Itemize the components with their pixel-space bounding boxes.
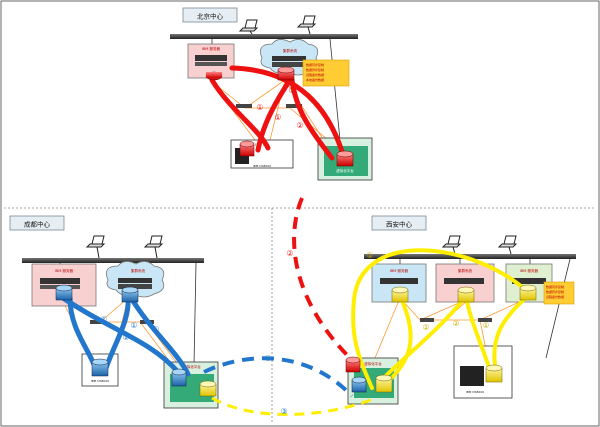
xian-replication-paths xyxy=(351,248,530,390)
storage-cylinder xyxy=(205,71,223,81)
storage-cylinder xyxy=(277,66,295,81)
storage-cylinder xyxy=(55,284,73,301)
beijing-center-label: 北京中心 xyxy=(182,7,238,23)
laptop-icon xyxy=(497,235,518,255)
svg-text:数据异步复制: 数据异步复制 xyxy=(306,67,324,72)
svg-text:IBM XIV: IBM XIV xyxy=(255,143,269,147)
storage-cylinder xyxy=(375,374,393,393)
storage-cylinder xyxy=(519,284,537,301)
marker-two: ② xyxy=(296,121,303,130)
svg-text:北京中心: 北京中心 xyxy=(197,12,224,21)
storage-cylinder xyxy=(91,358,109,377)
marker-two: ② xyxy=(452,319,459,328)
svg-text:IBM 服务器: IBM 服务器 xyxy=(202,46,221,51)
svg-text:远程备份数据: 远程备份数据 xyxy=(306,72,324,77)
network-bar-xian xyxy=(364,254,576,259)
storage-cylinder xyxy=(345,356,361,373)
storage-cylinder xyxy=(336,150,354,167)
marker-two: ② xyxy=(286,249,293,258)
chengdu-cluster-cloud: 集群系统 xyxy=(105,261,165,298)
svg-text:IBM DS8000: IBM DS8000 xyxy=(91,379,109,383)
network-bar-chengdu xyxy=(22,258,204,263)
xian-center-label: 西安中心 xyxy=(371,215,427,231)
svg-text:虚拟化平台: 虚拟化平台 xyxy=(364,361,382,366)
svg-text:数据异步复制: 数据异步复制 xyxy=(546,289,564,294)
svg-text:集群系统: 集群系统 xyxy=(131,268,145,273)
storage-cylinder xyxy=(121,286,139,303)
network-bar-beijing xyxy=(170,34,358,39)
laptop-icon xyxy=(441,235,462,255)
svg-text:虚拟化平台: 虚拟化平台 xyxy=(336,168,354,173)
storage-cylinder xyxy=(199,380,217,397)
storage-cylinder xyxy=(391,286,409,303)
laptop-icon xyxy=(85,235,106,259)
svg-text:数据同步复制: 数据同步复制 xyxy=(306,62,324,67)
svg-text:本地备份数据: 本地备份数据 xyxy=(306,77,324,82)
svg-text:IBM 服务器: IBM 服务器 xyxy=(520,268,539,273)
marker-two: ② xyxy=(264,354,271,363)
svg-text:数据同步复制: 数据同步复制 xyxy=(546,284,564,289)
marker-one: ① xyxy=(100,315,107,324)
svg-text:集群系统: 集群系统 xyxy=(283,48,297,53)
marker-one: ① xyxy=(130,321,137,330)
storage-cylinder xyxy=(457,286,475,303)
laptop-icon xyxy=(238,19,259,35)
beijing-note-box: 数据同步复制 数据异步复制 远程备份数据 本地备份数据 xyxy=(302,59,350,87)
step-markers: ① ① ① ② ② ① ① ① ① ② ③ ① ② ② ① xyxy=(100,86,489,416)
chengdu-center-label: 成都中心 xyxy=(9,215,65,231)
chengdu-xian-async-link xyxy=(203,356,354,398)
storage-cylinder xyxy=(351,376,367,393)
marker-one: ① xyxy=(274,113,281,122)
svg-text:IBM 服务器: IBM 服务器 xyxy=(55,268,74,273)
marker-one: ① xyxy=(288,86,295,95)
xian-chengdu-backup-link xyxy=(211,396,377,416)
marker-one: ① xyxy=(366,251,373,260)
svg-text:IBM 服务器: IBM 服务器 xyxy=(390,268,409,273)
svg-text:西安中心: 西安中心 xyxy=(386,220,413,229)
svg-text:虚拟化平台: 虚拟化平台 xyxy=(183,364,201,369)
storage-cylinder xyxy=(171,368,187,387)
marker-two: ② xyxy=(422,323,429,332)
svg-text:IBM DS8000: IBM DS8000 xyxy=(253,164,271,168)
marker-one: ① xyxy=(482,321,489,330)
storage-cylinder xyxy=(239,140,255,157)
marker-one: ① xyxy=(122,333,129,342)
marker-one: ① xyxy=(256,103,263,112)
svg-text:集群系统: 集群系统 xyxy=(458,268,472,273)
marker-three: ③ xyxy=(280,407,287,416)
beijing-xian-async-link xyxy=(292,197,356,364)
xian-note-box: 数据同步复制 数据异步复制 远程备份数据 xyxy=(543,281,575,305)
svg-text:成都中心: 成都中心 xyxy=(24,220,51,229)
marker-one: ① xyxy=(152,325,159,334)
laptop-icon xyxy=(143,235,164,259)
svg-text:IBM DS8000: IBM DS8000 xyxy=(466,390,484,394)
storage-cylinder xyxy=(485,364,503,383)
svg-text:远程备份数据: 远程备份数据 xyxy=(546,294,564,299)
beijing-replication-paths xyxy=(209,65,347,161)
laptop-icon xyxy=(296,15,317,35)
